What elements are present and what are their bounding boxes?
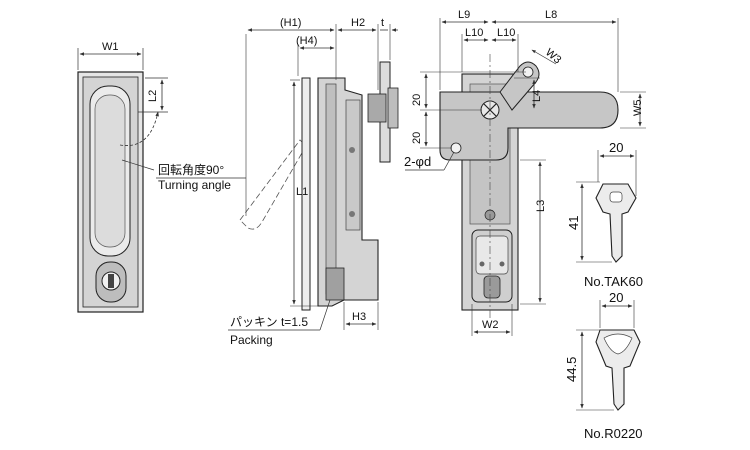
key-tak60: 20 41 No.TAK60 — [566, 140, 643, 289]
packing-jp: パッキン t=1.5 — [230, 315, 308, 329]
w1-label: W1 — [102, 41, 119, 53]
key1-model: No.TAK60 — [584, 274, 643, 289]
key1-height: 41 — [566, 216, 581, 230]
hole-label: 2-φd — [404, 154, 431, 169]
dim-20-bottom: 20 — [411, 132, 423, 144]
l9-label: L9 — [458, 9, 470, 21]
h4-label: (H4) — [296, 35, 317, 47]
l10-left-label: L10 — [465, 27, 483, 39]
rear-view: L9 L8 L10 L10 W3 L4 W5 20 20 2-φd — [404, 9, 646, 336]
key2-width: 20 — [609, 290, 623, 305]
h3-label: H3 — [352, 311, 366, 323]
key1-width: 20 — [609, 140, 623, 155]
l2-label: L2 — [147, 90, 159, 102]
front-lock-cylinder — [95, 261, 127, 303]
packing-en: Packing — [230, 333, 273, 347]
turning-angle-jp: 回転角度90° — [158, 162, 224, 177]
side-view: (H1) H2 t (H4) L1 H3 パッキン t=1.5 Packing — [228, 17, 399, 347]
dim-20-top: 20 — [411, 94, 423, 106]
l10-right-label: L10 — [497, 27, 515, 39]
w2-label: W2 — [482, 319, 499, 331]
l3-label: L3 — [535, 200, 547, 212]
w3-label: W3 — [543, 47, 563, 67]
key2-height: 44.5 — [564, 357, 579, 382]
h1-label: (H1) — [280, 17, 301, 29]
h2-label: H2 — [351, 17, 365, 29]
l8-label: L8 — [545, 9, 557, 21]
t-label: t — [381, 17, 384, 29]
key-r0220: 20 44.5 No.R0220 — [564, 290, 643, 441]
l4-label: L4 — [531, 90, 543, 102]
turning-angle-en: Turning angle — [158, 178, 231, 192]
key2-model: No.R0220 — [584, 426, 643, 441]
front-view: W1 L2 回転角度90° Turning angle — [77, 41, 246, 313]
w5-label: W5 — [632, 100, 644, 117]
l1-label: L1 — [296, 186, 308, 198]
